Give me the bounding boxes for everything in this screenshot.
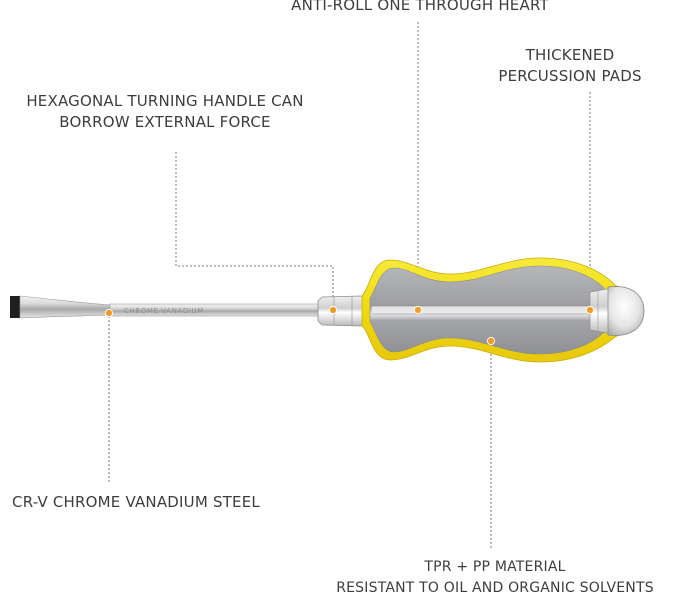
label-pads-line1: THICKENED (525, 46, 615, 64)
callout-markers (104, 305, 595, 346)
percussion-pad-cap (607, 286, 645, 336)
label-anti-roll: ANTI-ROLL ONE THROUGH HEART (260, 0, 580, 16)
label-hex-line1: HEXAGONAL TURNING HANDLE CAN (26, 92, 304, 110)
label-anti-roll-text: ANTI-ROLL ONE THROUGH HEART (291, 0, 549, 14)
marker-crv-steel (104, 308, 114, 318)
leader-lines (108, 22, 591, 548)
marker-tpr-material (486, 336, 496, 346)
label-tpr-line1: TPR + PP MATERIAL (424, 559, 566, 575)
shaft-engraving: CHROME-VANADIUM (124, 307, 204, 315)
label-hexagonal-handle: HEXAGONAL TURNING HANDLE CAN BORROW EXTE… (5, 91, 325, 133)
blade-taper (19, 295, 113, 319)
label-crv-text: CR-V CHROME VANADIUM STEEL (12, 493, 260, 511)
marker-percussion-pads (585, 305, 595, 315)
through-heart-core (372, 306, 604, 314)
label-hex-line2: BORROW EXTERNAL FORCE (59, 113, 271, 131)
label-pads-line2: PERCUSSION PADS (498, 67, 642, 85)
label-percussion-pads: THICKENED PERCUSSION PADS (495, 45, 645, 87)
label-tpr-material: TPR + PP MATERIAL RESISTANT TO OIL AND O… (310, 557, 679, 599)
label-tpr-line2: RESISTANT TO OIL AND ORGANIC SOLVENTS (336, 580, 654, 596)
marker-hexagonal-handle (328, 305, 338, 315)
label-crv-steel: CR-V CHROME VANADIUM STEEL (0, 492, 272, 513)
marker-anti-roll (413, 305, 423, 315)
leader-hexagonal-handle (175, 152, 334, 306)
